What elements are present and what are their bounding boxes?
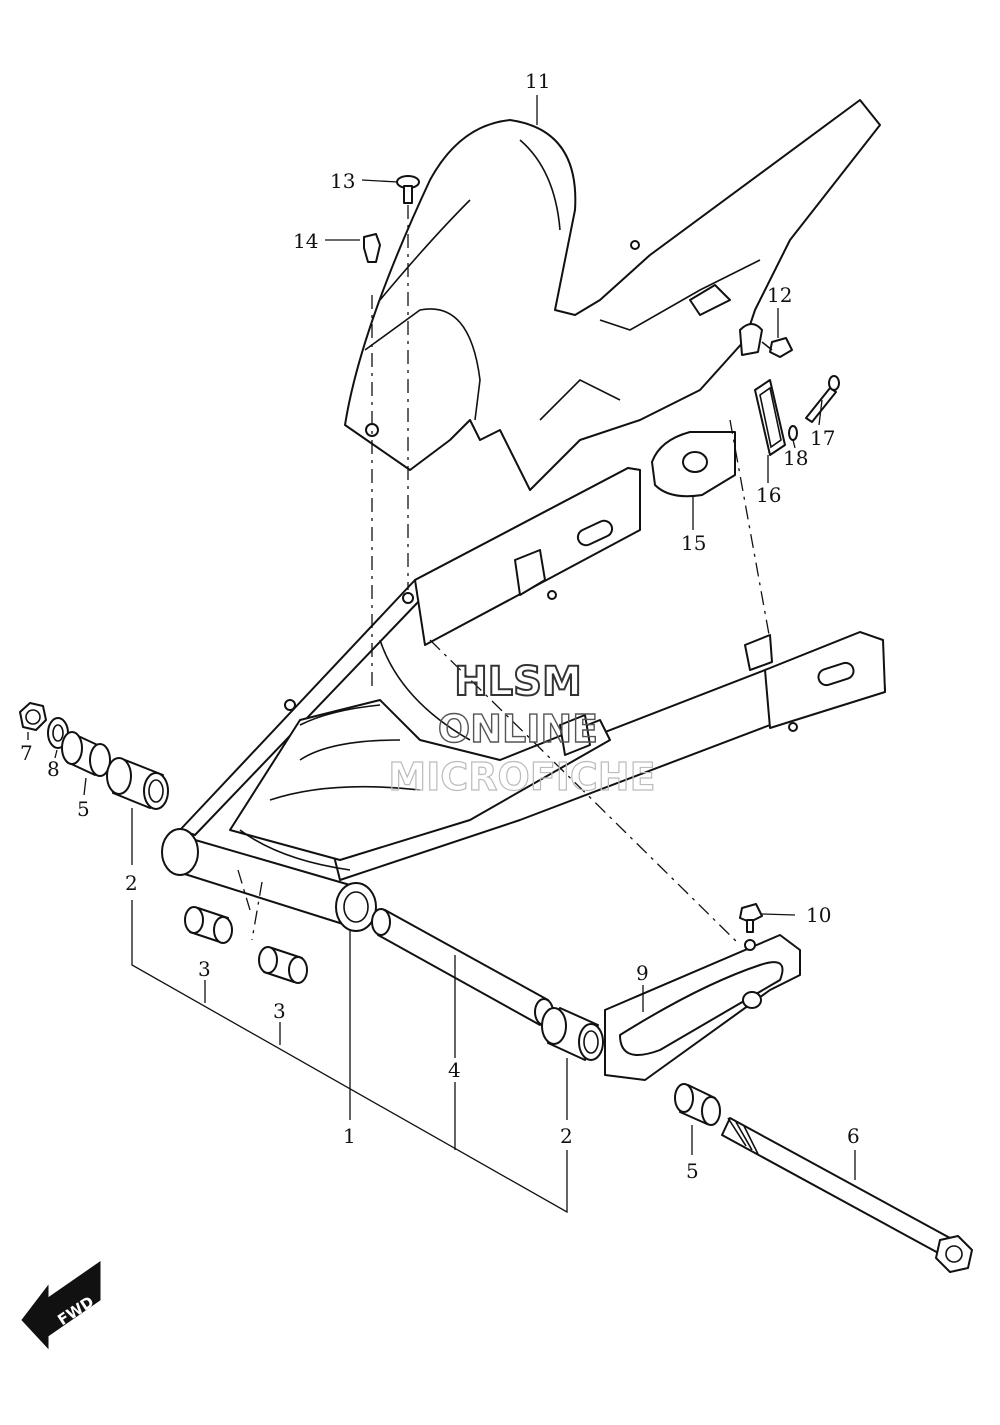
callout-labels: 11 13 14 12 17 18 16 15 7 8 5 2 3 3 10 9… (20, 69, 860, 1183)
callout-18: 18 (783, 446, 808, 470)
callout-14: 14 (293, 229, 318, 253)
callout-2-right: 2 (560, 1124, 573, 1148)
rear-fender (344, 99, 881, 491)
collar-5-left (61, 731, 111, 777)
bearing-3-upper (184, 906, 233, 944)
screw-17 (805, 375, 840, 423)
callout-13: 13 (330, 169, 355, 193)
collar-5-right (674, 1083, 721, 1126)
watermark-line3: MICROFICHE (388, 755, 655, 799)
callout-10: 10 (806, 903, 831, 927)
fwd-arrow-icon: FWD (21, 1261, 101, 1350)
callout-9: 9 (636, 961, 649, 985)
leader-lines (27, 95, 856, 1214)
nut-7 (19, 702, 47, 731)
bearing-3-lower (258, 946, 308, 984)
callout-17: 17 (810, 426, 835, 450)
clip-14 (363, 233, 381, 263)
callout-5-left: 5 (77, 797, 90, 821)
swingarm (161, 467, 886, 932)
chain-slider-9 (604, 934, 801, 1081)
callout-4: 4 (448, 1058, 461, 1082)
watermark-line2: ONLINE (438, 707, 598, 751)
callout-7: 7 (20, 741, 33, 765)
watermark-line1: HLSM (454, 659, 582, 705)
pivot-shaft-6 (721, 1117, 973, 1273)
watermark: HLSM ONLINE MICROFICHE (388, 658, 656, 800)
callout-12: 12 (767, 283, 792, 307)
chain-guard-15 (651, 431, 736, 498)
bearing-2-right (541, 1007, 604, 1061)
washer-18 (788, 425, 798, 441)
callout-11: 11 (525, 69, 550, 93)
bolt-12 (761, 337, 793, 358)
callout-16: 16 (756, 483, 781, 507)
callout-8: 8 (47, 757, 60, 781)
callout-6: 6 (847, 1124, 860, 1148)
reflector-16 (754, 379, 786, 456)
callout-5-right: 5 (686, 1159, 699, 1183)
callout-3-upper: 3 (198, 957, 211, 981)
callout-3-lower: 3 (273, 999, 286, 1023)
bearing-2-left (106, 757, 169, 810)
callout-1: 1 (343, 1124, 356, 1148)
callout-2-left: 2 (125, 871, 138, 895)
screw-13 (396, 175, 420, 204)
bolt-10 (739, 903, 763, 933)
callout-15: 15 (681, 531, 706, 555)
spacer-pipe-4 (371, 908, 554, 1026)
